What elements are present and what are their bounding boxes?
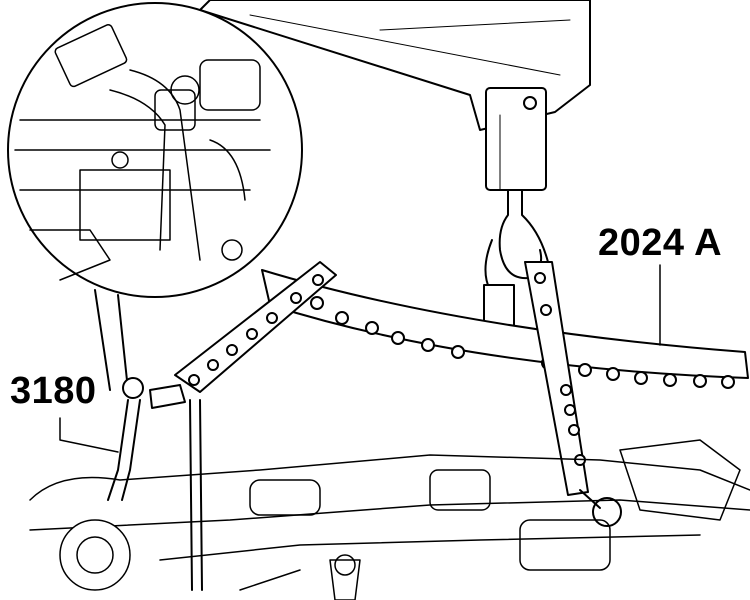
left-link-chain [149, 261, 337, 409]
right-link-chain [524, 261, 622, 527]
hook-3180 [107, 377, 203, 591]
label-tool-2024a: 2024 A [598, 222, 723, 264]
lifting-beam [261, 269, 749, 389]
detail-inset [7, 2, 303, 391]
crane-hook-block [485, 87, 547, 191]
engine-block [29, 439, 750, 600]
label-tool-3180: 3180 [10, 370, 97, 412]
leader-lines [59, 264, 661, 453]
